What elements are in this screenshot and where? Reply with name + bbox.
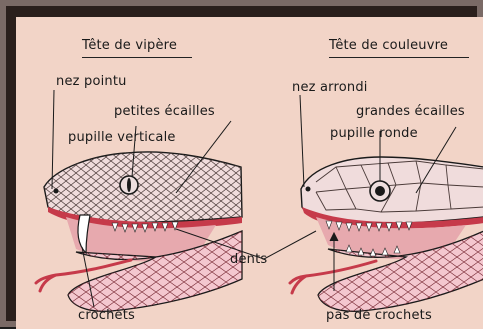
colubrid-pupil <box>375 186 385 196</box>
viper-head <box>36 152 242 311</box>
teeth-label: dents <box>230 253 267 267</box>
colubrid-pupil-label: pupille ronde <box>330 127 418 141</box>
colubrid-head <box>290 157 483 311</box>
colubrid-nostril <box>306 187 311 192</box>
colubrid-nose-label: nez arrondi <box>292 81 368 95</box>
illustration-panel: Tête de vipère Tête de couleuvre nez poi… <box>16 17 483 329</box>
viper-title: Tête de vipère <box>82 39 177 53</box>
viper-pupil <box>127 178 131 192</box>
viper-nostril <box>54 189 59 194</box>
viper-nose-label: nez pointu <box>56 75 127 89</box>
colubrid-title: Tête de couleuvre <box>329 39 448 53</box>
viper-title-underline <box>82 57 192 58</box>
viper-pupil-label: pupille verticale <box>68 131 176 145</box>
colubrid-title-underline <box>329 57 469 58</box>
colubrid-fangs-label: pas de crochets <box>326 309 432 323</box>
snake-heads-illustration <box>16 17 483 329</box>
viper-fangs-label: crochets <box>78 309 135 323</box>
colubrid-scales-label: grandes écailles <box>356 105 465 119</box>
viper-scales-label: petites écailles <box>114 105 215 119</box>
